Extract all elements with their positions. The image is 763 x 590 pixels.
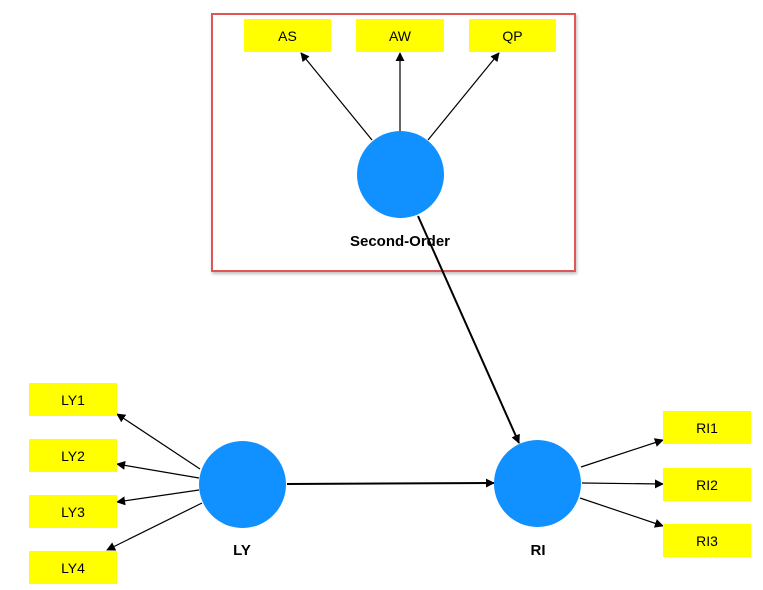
indicator-ly4-label: LY4 xyxy=(61,559,85,576)
indicator-ly3-label: LY3 xyxy=(61,503,85,520)
indicator-ly2-label: LY2 xyxy=(61,447,85,464)
construct-ri-label: RI xyxy=(530,542,546,559)
construct-second-order[interactable] xyxy=(357,131,444,218)
indicator-as[interactable]: AS xyxy=(244,19,331,52)
edge-ri-ri2 xyxy=(581,479,664,489)
edge-ly-ly4 xyxy=(106,502,203,551)
construct-second-order-label: Second-Order xyxy=(349,233,451,250)
indicator-qp-label: QP xyxy=(502,27,523,44)
indicator-ri3[interactable]: RI3 xyxy=(663,524,751,557)
construct-ly[interactable] xyxy=(199,441,286,528)
indicator-ri3-label: RI3 xyxy=(696,532,718,549)
indicator-ri2[interactable]: RI2 xyxy=(663,468,751,501)
indicator-ly1[interactable]: LY1 xyxy=(29,383,117,416)
indicator-aw[interactable]: AW xyxy=(356,19,444,52)
indicator-ly2[interactable]: LY2 xyxy=(29,439,117,472)
indicator-ri1-label: RI1 xyxy=(696,419,718,436)
indicator-ly3[interactable]: LY3 xyxy=(29,495,117,528)
construct-ly-label: LY xyxy=(233,542,251,559)
edge-ly-ly3 xyxy=(116,489,200,506)
indicator-ly1-label: LY1 xyxy=(61,391,85,408)
indicator-as-label: AS xyxy=(278,27,297,44)
edge-ly-ri xyxy=(286,478,495,488)
indicator-ri2-label: RI2 xyxy=(696,476,718,493)
edge-ly-ly2 xyxy=(116,460,200,479)
indicator-ri1[interactable]: RI1 xyxy=(663,411,751,444)
second-order-highlight-frame xyxy=(211,13,576,272)
edge-second-order-ri xyxy=(417,215,520,444)
construct-ri[interactable] xyxy=(494,440,581,527)
edge-ly-ly1 xyxy=(116,413,201,470)
edge-ri-ri3 xyxy=(579,497,664,528)
indicator-qp[interactable]: QP xyxy=(469,19,556,52)
indicator-ly4[interactable]: LY4 xyxy=(29,551,117,584)
edge-second-order-as xyxy=(300,52,373,141)
edge-second-order-qp xyxy=(427,52,500,141)
edge-ri-ri1 xyxy=(580,438,664,468)
indicator-aw-label: AW xyxy=(388,27,412,44)
